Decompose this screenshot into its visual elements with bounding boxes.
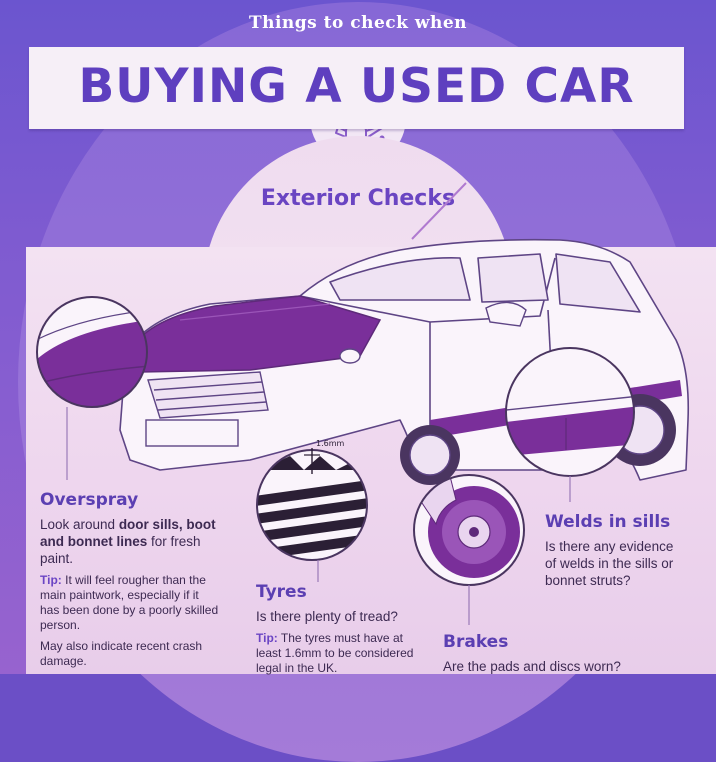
overspray-tip: Tip: It will feel rougher than the main … bbox=[40, 573, 220, 633]
brakes-body: Are the pads and discs worn? bbox=[443, 659, 621, 674]
overspray-body-bold: door sills, boot and bonnet lines bbox=[40, 517, 216, 549]
welds-zoom bbox=[505, 347, 635, 502]
car-illustration: 1.6mm bbox=[36, 182, 690, 625]
overspray-body-pre: Look around bbox=[40, 517, 119, 532]
tyres-body: Is there plenty of tread? bbox=[256, 609, 398, 624]
section-title: Exterior Checks bbox=[260, 186, 456, 211]
overspray-zoom bbox=[36, 296, 148, 480]
tyre-zoom bbox=[256, 448, 368, 582]
car-mirror bbox=[485, 301, 527, 327]
tyres-block: Tyres Is there plenty of tread? Tip: The… bbox=[256, 582, 426, 676]
tread-depth-label: 1.6mm bbox=[316, 439, 345, 448]
welds-block: Welds in sills Is there any evidence of … bbox=[545, 512, 685, 589]
pen-line bbox=[411, 182, 467, 240]
tyres-tip-label: Tip: bbox=[256, 631, 278, 645]
overspray-block: Overspray Look around door sills, boot a… bbox=[40, 490, 220, 669]
overspray-body: Look around door sills, boot and bonnet … bbox=[40, 516, 220, 567]
tyres-tip: Tip: The tyres must have at least 1.6mm … bbox=[256, 631, 426, 676]
brakes-heading: Brakes bbox=[443, 632, 509, 652]
title-banner: BUYING A USED CAR bbox=[29, 47, 684, 129]
page-title: BUYING A USED CAR bbox=[78, 59, 635, 114]
page-subtitle: Things to check when bbox=[248, 13, 468, 33]
welds-body: Is there any evidence of welds in the si… bbox=[545, 539, 674, 588]
welds-heading: Welds in sills bbox=[545, 512, 671, 532]
overspray-tip-label: Tip: bbox=[40, 573, 62, 587]
tyres-tip-text: The tyres must have at least 1.6mm to be… bbox=[256, 631, 414, 675]
overspray-tip-text: It will feel rougher than the main paint… bbox=[40, 573, 219, 632]
brake-zoom bbox=[413, 474, 525, 625]
brakes-block: Brakes Are the pads and discs worn? bbox=[443, 632, 673, 675]
overspray-heading: Overspray bbox=[40, 490, 139, 510]
overspray-note: May also indicate recent crash damage. bbox=[40, 639, 203, 668]
overspray-body-post: for fresh paint. bbox=[40, 534, 201, 566]
car-grille bbox=[145, 348, 361, 447]
tyres-heading: Tyres bbox=[256, 582, 307, 602]
